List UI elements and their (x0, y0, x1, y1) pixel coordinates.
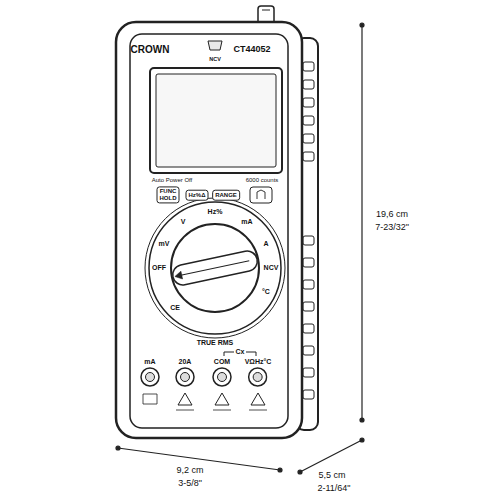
warning-triangle (251, 393, 265, 405)
knob-bar-group (171, 249, 259, 286)
dial-rim (145, 198, 285, 338)
grip-rib (303, 280, 314, 289)
input-terminal: 20A (175, 358, 195, 387)
dial-position: Hz% (208, 208, 223, 215)
grip-group (303, 62, 314, 399)
terminal-label: 20A (179, 358, 192, 365)
socket-ring (213, 368, 231, 386)
grip-rib (303, 152, 314, 161)
knob-ridge (181, 261, 249, 276)
certification-mark: CE (170, 304, 180, 311)
button-label: RANGE (215, 192, 237, 199)
input-terminal: COM (212, 358, 232, 387)
dimension-end (360, 23, 364, 27)
feature-label: TRUE RMS (197, 339, 234, 346)
grip-rib (303, 62, 314, 71)
dimension-label: 7-23/32" (375, 223, 409, 232)
terminal-label: mA (144, 358, 155, 365)
dimension-label: 2-11/64" (317, 484, 350, 493)
display-frame (150, 68, 282, 173)
button-label: FUNC HOLD (160, 188, 177, 201)
ncv-led (208, 41, 222, 50)
grip-rib (303, 134, 314, 143)
light-button (250, 187, 272, 203)
warning-text-bar (249, 410, 267, 411)
dimension-end (278, 468, 282, 472)
dial-position: mA (241, 218, 252, 225)
grip-rib (303, 302, 314, 311)
warning-text-bar (213, 410, 231, 411)
warning-text-bar (176, 410, 194, 411)
button-label: Hz%Δ (189, 192, 206, 199)
terminal-socket (140, 367, 160, 387)
dial-position: OFF (152, 264, 166, 271)
grip-rib (303, 98, 314, 107)
dimension-end (116, 446, 120, 450)
ncv-indicator-label: NCV (209, 57, 221, 63)
dimension-label: 19,6 cm (376, 210, 408, 219)
grip-rib (303, 236, 314, 245)
terminal-label: COM (214, 358, 230, 365)
socket-ring (176, 368, 194, 386)
terminal-group-label: Cx (236, 348, 245, 355)
terminal-socket (212, 367, 232, 387)
warning-panel (143, 394, 157, 404)
socket-hole (253, 373, 262, 382)
warning-triangle (178, 393, 192, 405)
brand-name: CROWN (131, 45, 170, 56)
dial-knob (171, 224, 259, 312)
dial-position: V (181, 218, 186, 225)
housing (116, 22, 302, 438)
function-button: Hz%Δ (186, 190, 209, 201)
lcd-screen (156, 74, 276, 167)
depth-dimension-line (300, 440, 362, 472)
probe-holder-line (262, 10, 270, 11)
terminal-socket (248, 367, 268, 387)
dimension-label: 3-5/8" (178, 479, 202, 488)
dimension-label: 9,2 cm (176, 466, 203, 475)
function-button: RANGE (212, 190, 240, 201)
dial-position: NCV (264, 264, 279, 271)
dimension-label: 5,5 cm (318, 471, 345, 480)
grip-rib (303, 368, 314, 377)
dimension-end (298, 470, 302, 474)
socket-hole (218, 373, 227, 382)
dial-face (149, 202, 281, 334)
dial-position: °C (262, 288, 270, 295)
input-terminal: VΩHz°C (245, 358, 272, 387)
front-face (130, 34, 288, 428)
model-number: CT44052 (233, 45, 270, 54)
dial-position: mV (159, 240, 170, 247)
dimension-end (360, 438, 364, 442)
light-icon (257, 190, 265, 199)
dimension-end (360, 418, 364, 422)
terminal-socket (175, 367, 195, 387)
grip-rib (303, 324, 314, 333)
grip-rib (303, 390, 314, 399)
knob-bar (171, 249, 259, 286)
grip-rib (303, 116, 314, 125)
grip-rib (303, 258, 314, 267)
input-terminal: mA (140, 358, 160, 387)
function-button: FUNC HOLD (157, 186, 180, 203)
feature-note: 6000 counts (246, 177, 279, 183)
socket-hole (146, 373, 155, 382)
grip-rib (303, 346, 314, 355)
dial-position: A (263, 240, 268, 247)
height-dimension-line (361, 25, 362, 420)
socket-ring (141, 368, 159, 386)
knob-pointer (174, 271, 183, 280)
grip-rib (303, 80, 314, 89)
socket-hole (181, 373, 190, 382)
socket-ring (249, 368, 267, 386)
feature-note: Auto Power Off (152, 177, 193, 183)
warning-triangle (215, 393, 229, 405)
terminal-label: VΩHz°C (245, 358, 272, 365)
